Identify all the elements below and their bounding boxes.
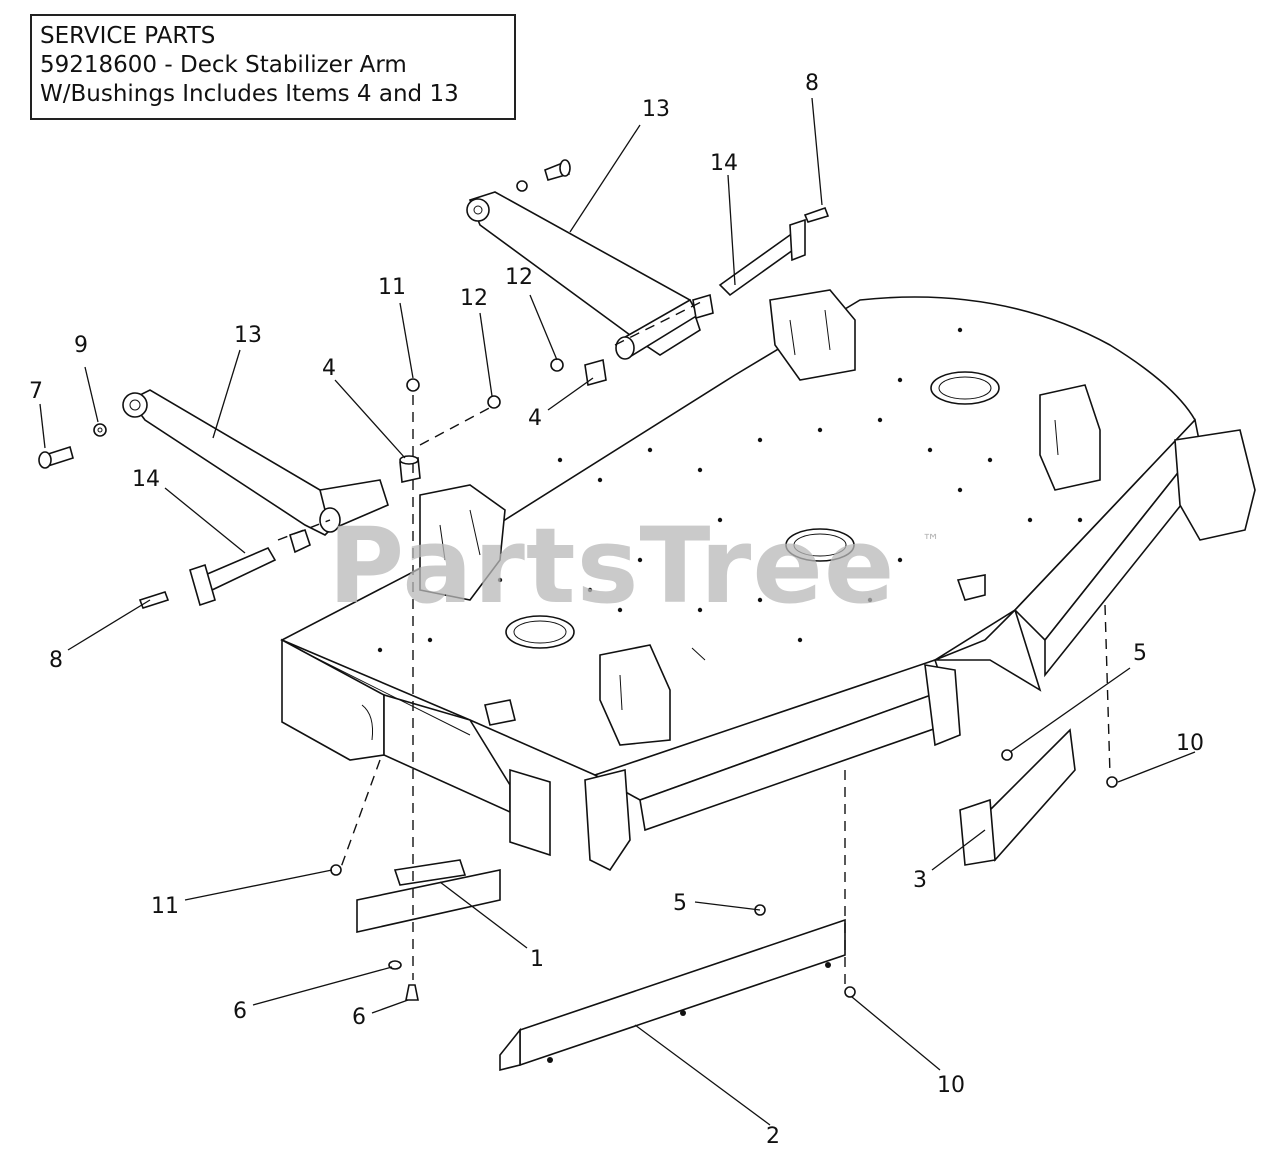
front-baffle-shield (356, 859, 501, 933)
right-bushings (584, 293, 714, 387)
callout-7-bolt: 7 (29, 379, 43, 404)
left-stabilizer-arm (122, 389, 389, 536)
callout-12-left-nut: 12 (460, 286, 488, 311)
callout-12-right-nut: 12 (505, 265, 533, 290)
callout-labels: 8 13 14 12 11 12 4 9 13 4 7 14 8 5 10 3 … (29, 71, 1204, 1149)
callout-14-left-pin: 14 (132, 467, 160, 492)
callout-14-right-pin: 14 (710, 151, 738, 176)
service-parts-box: SERVICE PARTS 59218600 - Deck Stabilizer… (30, 14, 516, 120)
service-parts-heading: SERVICE PARTS (40, 23, 216, 49)
left-pivot-pin (138, 546, 277, 609)
mower-deck (280, 289, 1256, 872)
callout-2-rear-baffle: 2 (766, 1124, 780, 1149)
left-bushing-lower (289, 528, 311, 554)
callout-8-left-pin-bolt: 8 (49, 648, 63, 673)
fastener-screws (330, 749, 1118, 1001)
callout-10-rear-nut: 10 (937, 1073, 965, 1098)
callout-4-left-bushing: 4 (322, 356, 336, 381)
callout-1-front-shield: 1 (530, 947, 544, 972)
service-part-description: W/Bushings Includes Items 4 and 13 (40, 81, 459, 107)
left-bushing-upper (399, 455, 421, 483)
left-locknut (406, 378, 501, 409)
callout-3-side-baffle: 3 (913, 868, 927, 893)
callout-6-screw: 6 (352, 1005, 366, 1030)
callout-6-carriage-bolt: 6 (233, 999, 247, 1024)
alignment-lines (277, 299, 1111, 985)
service-part-number: 59218600 - Deck Stabilizer Arm (40, 52, 407, 78)
leader-lines (39, 97, 1196, 1126)
callout-11-lower-locknut: 11 (151, 894, 179, 919)
callout-10-side-nut: 10 (1176, 731, 1204, 756)
callout-8-right-pin-bolt: 8 (805, 71, 819, 96)
left-washer (93, 423, 107, 437)
callout-5-side-screw: 5 (1133, 641, 1147, 666)
rear-baffle-bar (499, 918, 846, 1072)
left-bolt (38, 445, 74, 469)
callout-5-rear-screw: 5 (673, 891, 687, 916)
side-baffle-plate (959, 728, 1076, 866)
callout-13-left-arm: 13 (234, 323, 262, 348)
right-pivot-pin (718, 206, 830, 297)
callout-13-right-arm: 13 (642, 97, 670, 122)
callout-11-left-locknut: 11 (378, 275, 406, 300)
callout-9-washer: 9 (74, 333, 88, 358)
callout-4-right-bushing: 4 (528, 406, 542, 431)
trademark-symbol: ™ (922, 531, 940, 552)
right-stabilizer-arm (466, 191, 701, 360)
right-bolt-and-nut (516, 159, 571, 372)
